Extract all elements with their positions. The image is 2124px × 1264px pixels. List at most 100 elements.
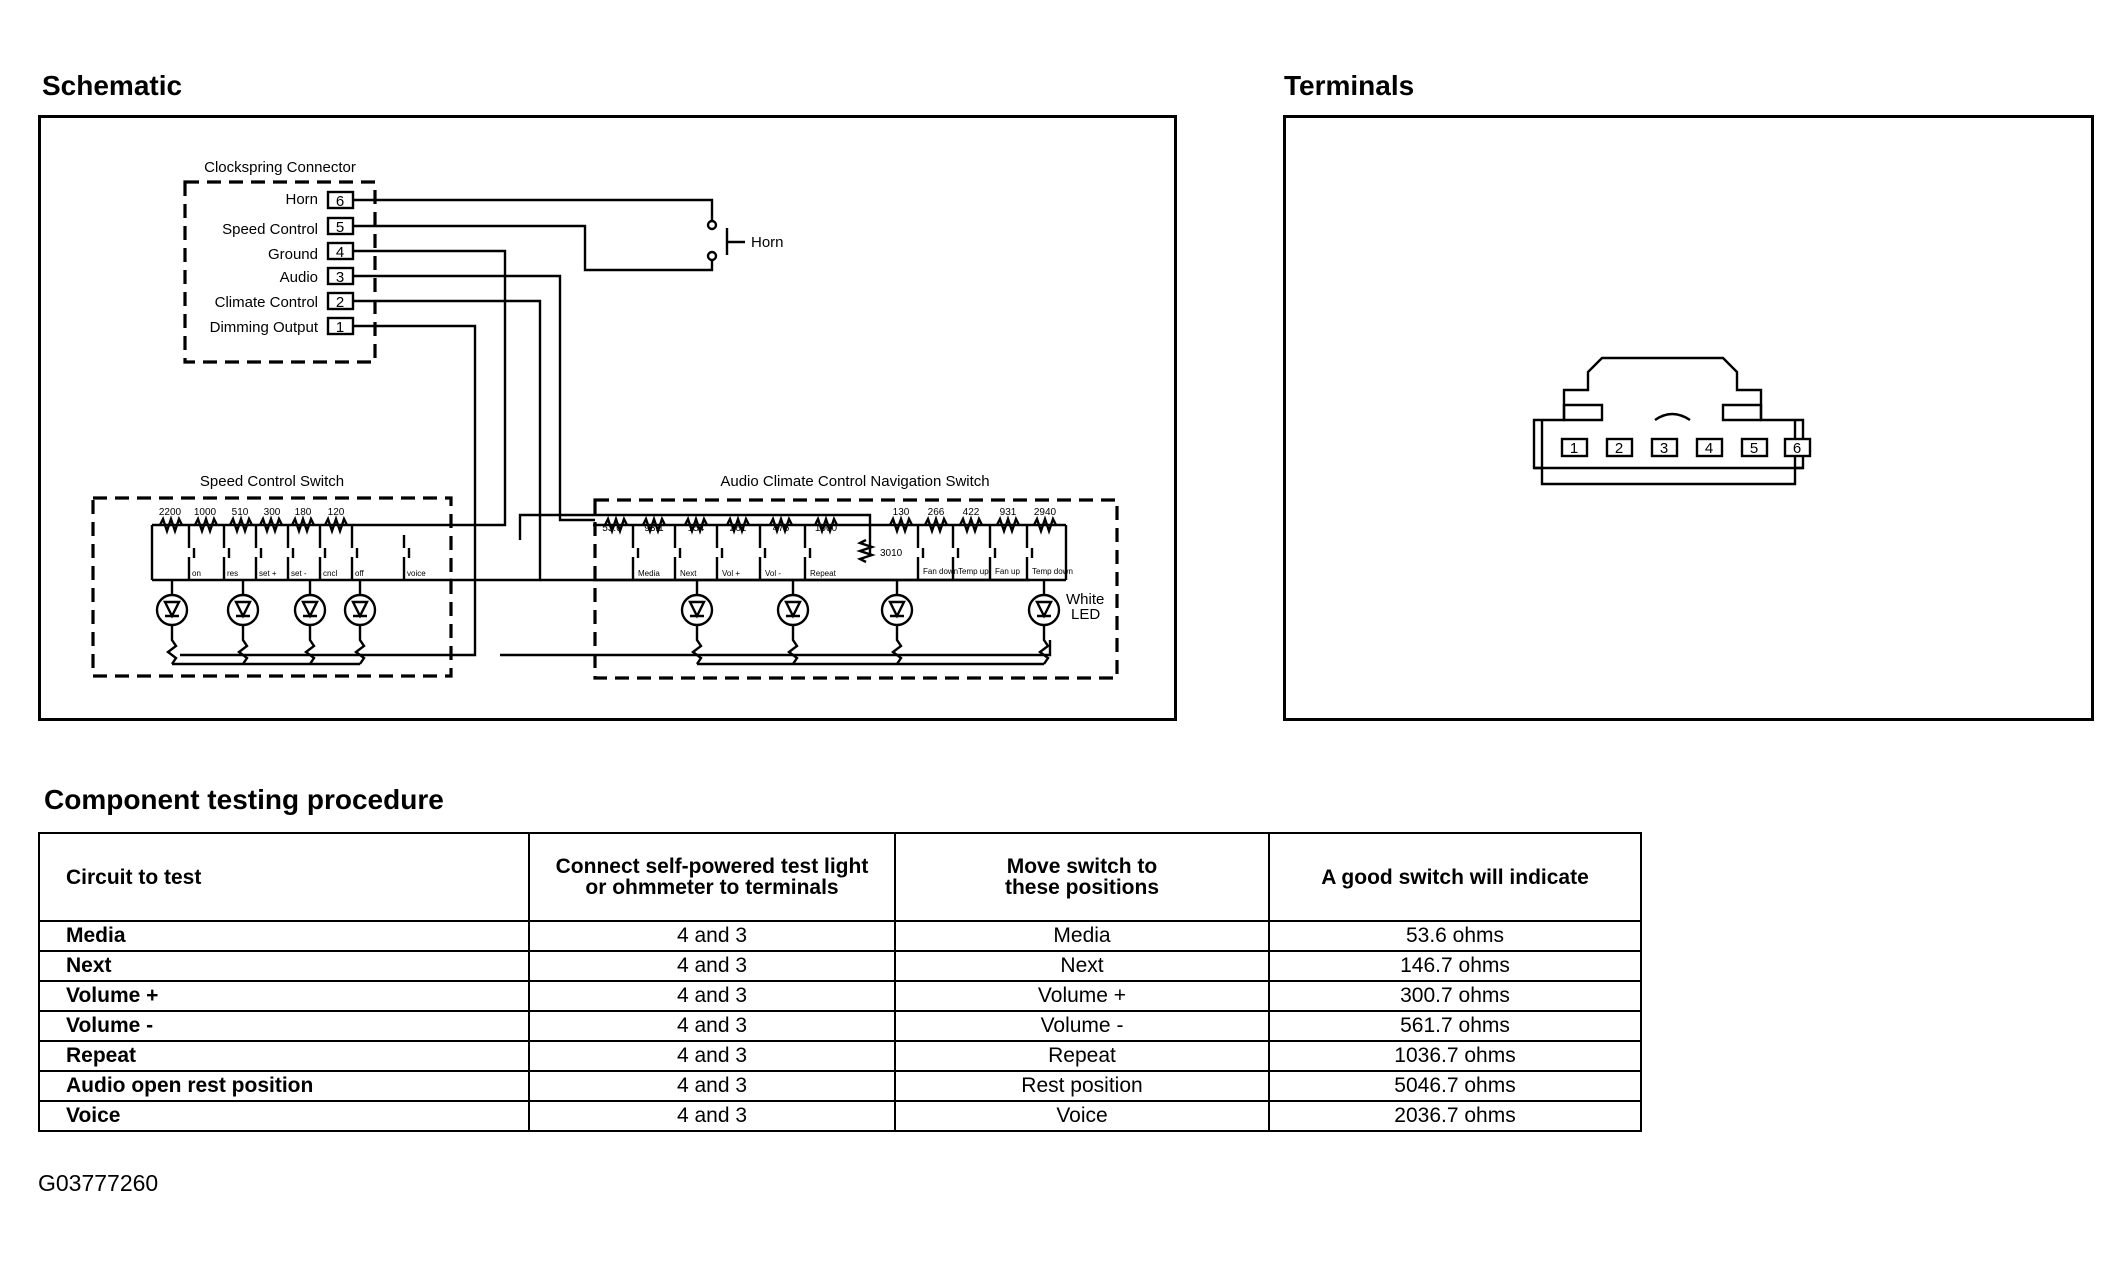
speed-momentary-switches <box>187 525 411 580</box>
speed-leds <box>155 580 377 666</box>
switch-label: set - <box>291 569 307 578</box>
resistor-label: 300 <box>264 507 281 518</box>
audio-switch-circuit: 53.6 93.1 154 261 475 1000 3010 Media Ne… <box>593 507 1104 666</box>
horn-switch-label: Horn <box>751 234 784 251</box>
switch-label: Repeat <box>810 569 837 578</box>
terminal-pin-box <box>1605 437 1634 458</box>
resistor-label: 53.6 <box>602 523 622 534</box>
switch-label: off <box>355 569 365 578</box>
resistor-label: 1000 <box>194 507 217 518</box>
switch-label: Vol - <box>765 569 781 578</box>
audio-switch-title: Audio Climate Control Navigation Switch <box>720 473 989 490</box>
pin-number: 4 <box>336 244 344 261</box>
resistor-label: 261 <box>730 523 747 534</box>
switch-label: Fan down <box>923 567 958 576</box>
pin-label: Climate Control <box>215 294 318 311</box>
speed-resistor-ladder <box>158 515 349 535</box>
climate-momentary-switches <box>916 525 1034 580</box>
terminals-title: Terminals <box>1284 70 1415 101</box>
switch-label: res <box>227 569 238 578</box>
pin-dimming-output: Dimming Output 1 <box>210 316 355 336</box>
switch-label: cncl <box>323 569 337 578</box>
switch-label: Temp down <box>1032 567 1073 576</box>
terminal-pins: 1 2 3 4 5 6 <box>1560 437 1812 458</box>
pin-number: 2 <box>336 294 344 311</box>
pin-label: Speed Control <box>222 221 318 238</box>
resistor-label: 120 <box>328 507 345 518</box>
terminal-pin-box <box>1650 437 1679 458</box>
pin-label: Dimming Output <box>210 319 319 336</box>
switch-label: Temp up <box>958 567 989 576</box>
horn-switch: Horn <box>706 219 784 262</box>
column-header-circuit: Circuit to test <box>38 832 530 922</box>
pin-speed-control: Speed Control 5 <box>222 216 355 238</box>
resistor-label: 1000 <box>815 523 838 534</box>
switch-label: on <box>192 569 201 578</box>
resistor-label: 931 <box>1000 507 1017 518</box>
terminal-pin-number: 4 <box>1705 440 1713 457</box>
switch-label: voice <box>407 569 426 578</box>
pin-label: Audio <box>280 269 318 286</box>
terminal-pin-number: 1 <box>1570 440 1578 457</box>
resistor-label: 510 <box>232 507 249 518</box>
procedure-title: Component testing procedure <box>44 784 444 815</box>
terminal-pin-box <box>1783 437 1812 458</box>
led-label: White <box>1066 591 1104 608</box>
pin-number: 1 <box>336 319 344 336</box>
schematic-frame <box>38 115 1177 721</box>
table-header-row: Circuit to test Connect self-powered tes… <box>38 832 1642 922</box>
audio-resistor-ladder <box>603 515 876 564</box>
terminal-connector <box>1532 356 1805 486</box>
column-header-indicate: A good switch will indicate <box>1268 832 1642 922</box>
speed-switch-title: Speed Control Switch <box>200 473 344 490</box>
terminal-pin-number: 3 <box>1660 440 1668 457</box>
switch-label: Next <box>680 569 697 578</box>
resistor-label: 475 <box>773 523 790 534</box>
schematic-title: Schematic <box>42 70 183 101</box>
speed-control-switch-box <box>91 496 453 678</box>
terminal-pin-box <box>1560 437 1589 458</box>
rest-resistor-label: 3010 <box>880 548 903 559</box>
resistor-label: 422 <box>963 507 980 518</box>
switch-label: Media <box>638 569 660 578</box>
pin-label: Ground <box>268 246 318 263</box>
pin-label: Horn <box>285 191 318 208</box>
pin-climate-control: Climate Control 2 <box>215 291 355 311</box>
figure-id: G03777260 <box>38 1170 159 1196</box>
pin-audio: Audio 3 <box>280 266 355 286</box>
pin-number: 5 <box>336 219 344 236</box>
climate-resistor-ladder <box>888 515 1058 535</box>
terminal-pin-number: 6 <box>1793 440 1801 457</box>
led-label: LED <box>1071 606 1100 623</box>
resistor-label: 130 <box>893 507 910 518</box>
pin-horn: Horn 6 <box>285 190 355 210</box>
resistor-label: 266 <box>928 507 945 518</box>
terminal-pin-number: 2 <box>1615 440 1623 457</box>
resistor-label: 154 <box>688 523 705 534</box>
clockspring-pins: Horn 6 Speed Control 5 Ground 4 Audio 3 … <box>210 190 355 336</box>
resistor-label: 93.1 <box>644 523 664 534</box>
resistor-label: 180 <box>295 507 312 518</box>
procedure-table: Circuit to test Connect self-powered tes… <box>38 832 1642 1132</box>
resistor-label: 2200 <box>159 507 182 518</box>
terminal-pin-number: 5 <box>1750 440 1758 457</box>
pin-number: 3 <box>336 269 344 286</box>
speed-switch-circuit: 2200 1000 510 300 180 120 on res set + s… <box>150 507 452 666</box>
audio-leds <box>680 580 1061 666</box>
resistor-label: 2940 <box>1034 507 1057 518</box>
switch-label: set + <box>259 569 277 578</box>
pin-ground: Ground 4 <box>268 241 355 263</box>
terminal-pin-box <box>1740 437 1769 458</box>
clockspring-connector-box <box>183 180 377 364</box>
audio-momentary-switches <box>631 525 812 580</box>
clockspring-title: Clockspring Connector <box>204 159 356 176</box>
